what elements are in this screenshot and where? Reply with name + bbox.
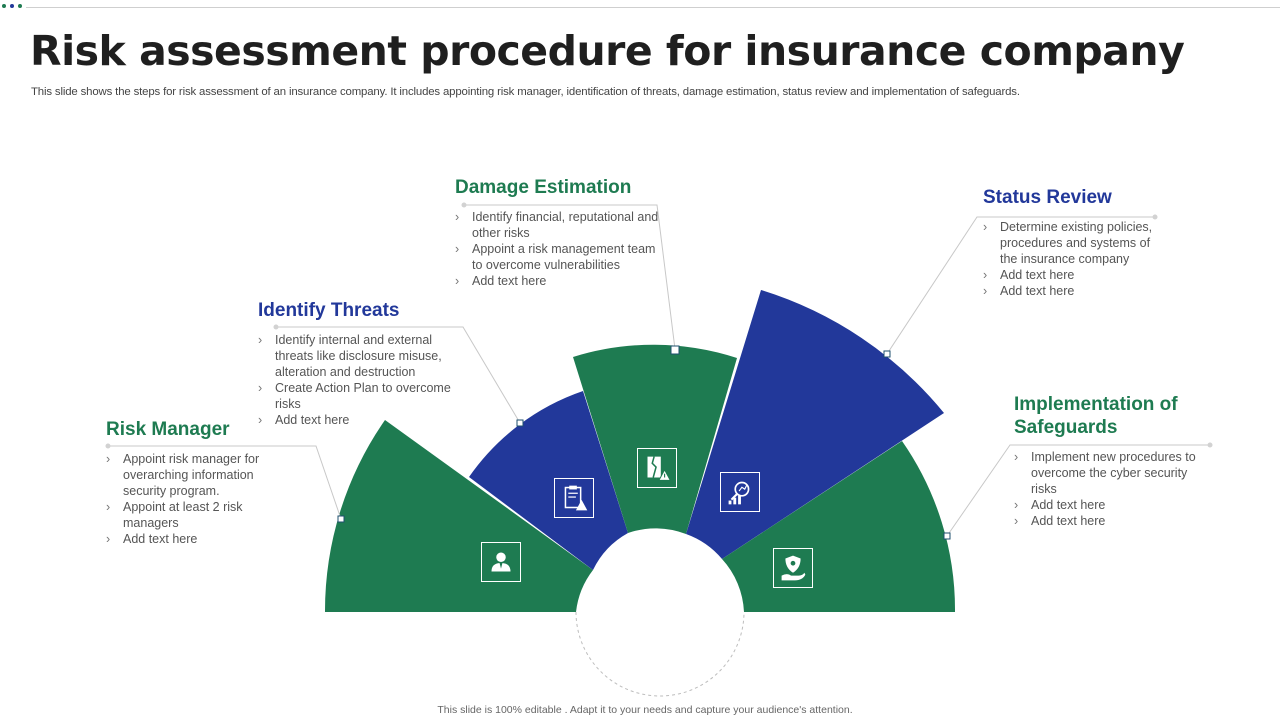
slide-title: Risk assessment procedure for insurance … xyxy=(30,27,1185,75)
step-identify-threats: Identify Threats Identify internal and e… xyxy=(258,299,468,428)
bullet-list: Implement new procedures to overcome the… xyxy=(1014,449,1210,529)
step-title: Status Review xyxy=(983,187,1112,208)
sector-status-review xyxy=(686,290,944,559)
bullet-item: Determine existing policies, procedures … xyxy=(983,219,1168,267)
bullet-item: Implement new procedures to overcome the… xyxy=(1014,449,1210,497)
magnifier-chart-icon xyxy=(720,472,760,512)
bullet-item: Appoint risk manager for overarching inf… xyxy=(106,451,278,499)
center-arc-dashed xyxy=(575,611,745,697)
bullet-item: Add text here xyxy=(106,531,278,547)
step-status-review: Status Review Determine existing policie… xyxy=(983,186,1183,299)
bullet-item: Add text here xyxy=(1014,497,1210,513)
bullet-item: Appoint at least 2 risk managers xyxy=(106,499,278,531)
bullet-list: Identify internal and external threats l… xyxy=(258,332,458,428)
sector-implementation xyxy=(722,441,956,612)
corner-dots xyxy=(2,4,22,8)
step-title: Risk Manager xyxy=(106,419,230,440)
clipboard-warning-icon xyxy=(554,478,594,518)
bullet-list: Identify financial, reputational and oth… xyxy=(455,209,660,289)
shield-hand-icon xyxy=(773,548,813,588)
bullet-item: Create Action Plan to overcome risks xyxy=(258,380,458,412)
bullet-item: Appoint a risk management team to overco… xyxy=(455,241,660,273)
broken-document-warning-icon xyxy=(637,448,677,488)
sector-damage-estimation xyxy=(573,344,737,534)
bullet-list: Determine existing policies, procedures … xyxy=(983,219,1168,299)
sector-identify-threats xyxy=(469,391,628,570)
step-damage-estimation: Damage Estimation Identify financial, re… xyxy=(455,176,675,289)
bullet-item: Identify internal and external threats l… xyxy=(258,332,458,380)
top-rule xyxy=(26,7,1280,8)
sector-risk-manager xyxy=(324,420,593,612)
connector-anchors xyxy=(337,345,951,540)
bullet-item: Identify financial, reputational and oth… xyxy=(455,209,660,241)
bullet-item: Add text here xyxy=(983,283,1168,299)
slide-footer: This slide is 100% editable . Adapt it t… xyxy=(437,704,853,716)
slide-subtitle: This slide shows the steps for risk asse… xyxy=(31,86,1020,98)
step-title: Implementation of Safeguards xyxy=(1014,394,1178,438)
step-implementation: Implementation of Safeguards Implement n… xyxy=(1014,393,1214,529)
connector-lines xyxy=(108,204,1210,537)
bullet-item: Add text here xyxy=(1014,513,1210,529)
step-title: Identify Threats xyxy=(258,300,400,321)
bullet-item: Add text here xyxy=(455,273,660,289)
step-title: Damage Estimation xyxy=(455,177,632,198)
bullet-list: Appoint risk manager for overarching inf… xyxy=(106,451,278,547)
businessman-icon xyxy=(481,542,521,582)
bullet-item: Add text here xyxy=(258,412,458,428)
bullet-item: Add text here xyxy=(983,267,1168,283)
step-risk-manager: Risk Manager Appoint risk manager for ov… xyxy=(106,418,296,547)
